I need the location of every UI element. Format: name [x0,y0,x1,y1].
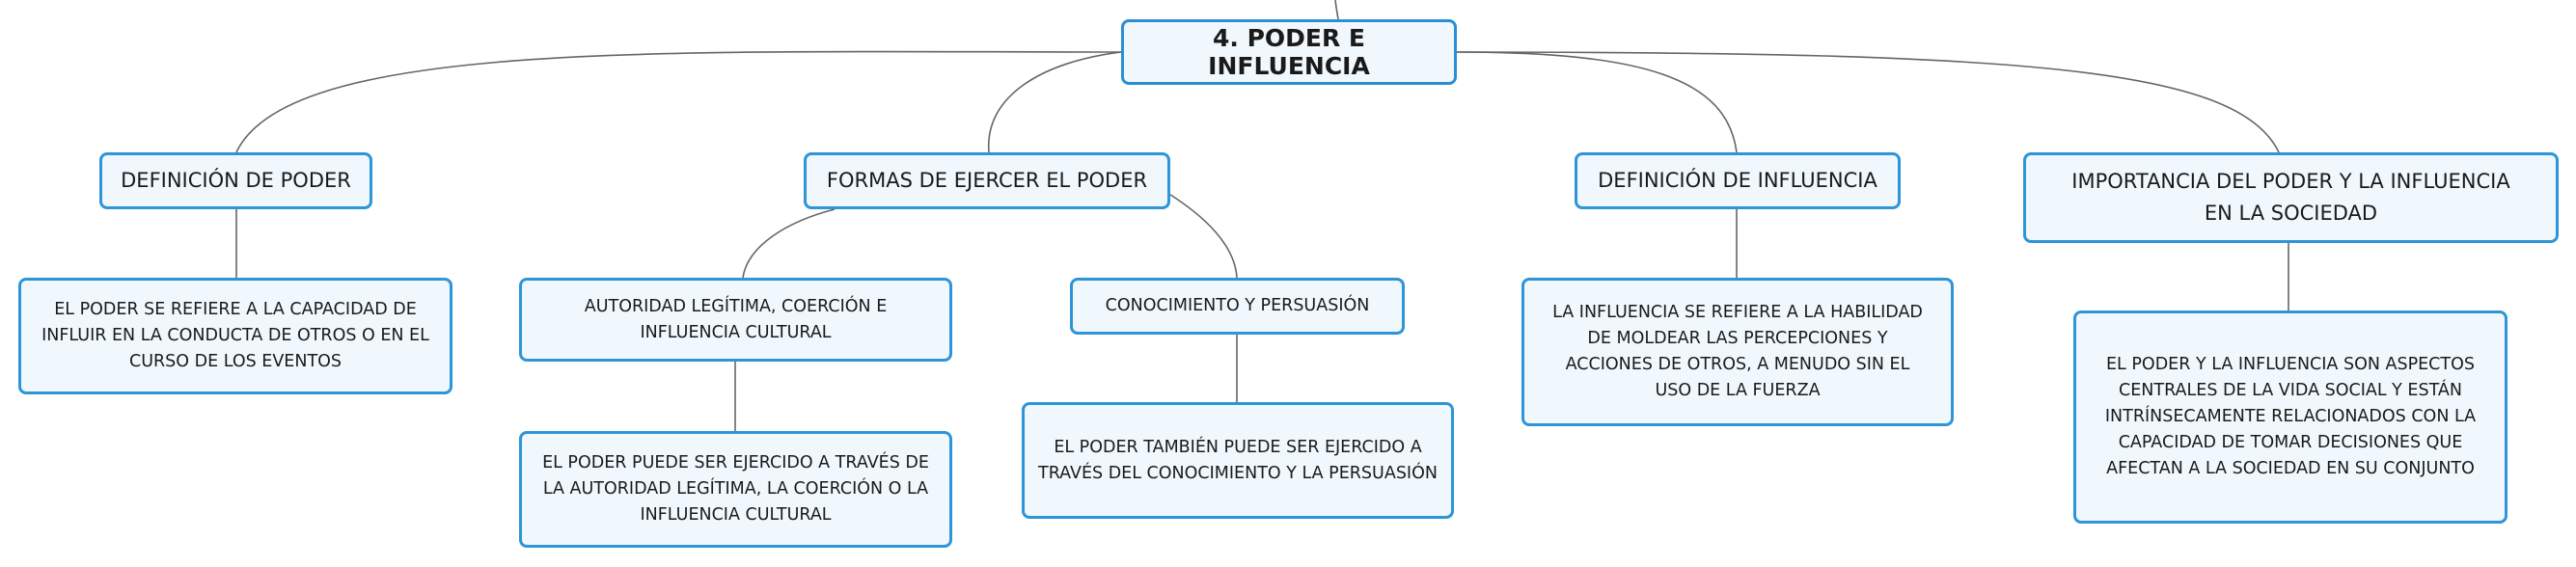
topic-definicion-influencia-label: DEFINICIÓN DE INFLUENCIA [1598,169,1877,192]
detail-definicion-poder[interactable]: EL PODER SE REFIERE A LA CAPACIDAD DE IN… [18,278,452,394]
root-topic[interactable]: 4. PODER E INFLUENCIA [1121,19,1457,85]
subtopic-autoridad[interactable]: AUTORIDAD LEGÍTIMA, COERCIÓN E INFLUENCI… [519,278,952,362]
detail-importancia[interactable]: EL PODER Y LA INFLUENCIA SON ASPECTOS CE… [2073,310,2507,524]
root-topic-label: 4. PODER E INFLUENCIA [1208,24,1370,80]
topic-importancia[interactable]: IMPORTANCIA DEL PODER Y LA INFLUENCIA EN… [2023,152,2559,243]
connector-root-definicion-poder [235,50,1122,153]
subtopic-conocimiento[interactable]: CONOCIMIENTO Y PERSUASIÓN [1070,278,1405,335]
connector-formas-conocimiento [1166,192,1238,279]
connector-root-importancia [1456,51,2280,153]
detail-conocimiento-text: EL PODER TAMBIÉN PUEDE SER EJERCIDO A TR… [1038,437,1438,483]
detail-definicion-influencia-text: LA INFLUENCIA SE REFIERE A LA HABILIDAD … [1552,303,1923,400]
topic-formas-ejercer-label: FORMAS DE EJERCER EL PODER [826,169,1148,192]
connector-root-definicion-influencia [1456,51,1738,153]
connector-root-parent [1334,0,1339,20]
detail-definicion-influencia[interactable]: LA INFLUENCIA SE REFIERE A LA HABILIDAD … [1521,278,1954,426]
topic-formas-ejercer[interactable]: FORMAS DE EJERCER EL PODER [804,152,1170,209]
subtopic-autoridad-label: AUTORIDAD LEGÍTIMA, COERCIÓN E INFLUENCI… [584,296,888,342]
detail-conocimiento[interactable]: EL PODER TAMBIÉN PUEDE SER EJERCIDO A TR… [1022,402,1454,519]
detail-autoridad-text: EL PODER PUEDE SER EJERCIDO A TRAVÉS DE … [542,453,929,525]
detail-definicion-poder-text: EL PODER SE REFIERE A LA CAPACIDAD DE IN… [41,300,429,371]
detail-importancia-text: EL PODER Y LA INFLUENCIA SON ASPECTOS CE… [2104,355,2477,478]
topic-definicion-poder[interactable]: DEFINICIÓN DE PODER [99,152,372,209]
topic-definicion-influencia[interactable]: DEFINICIÓN DE INFLUENCIA [1575,152,1901,209]
topic-definicion-poder-label: DEFINICIÓN DE PODER [121,169,351,192]
detail-autoridad[interactable]: EL PODER PUEDE SER EJERCIDO A TRAVÉS DE … [519,431,952,548]
subtopic-conocimiento-label: CONOCIMIENTO Y PERSUASIÓN [1105,296,1370,315]
connector-formas-autoridad [742,208,836,279]
connector-root-formas-ejercer [988,51,1122,153]
topic-importancia-label: IMPORTANCIA DEL PODER Y LA INFLUENCIA EN… [2071,170,2510,225]
